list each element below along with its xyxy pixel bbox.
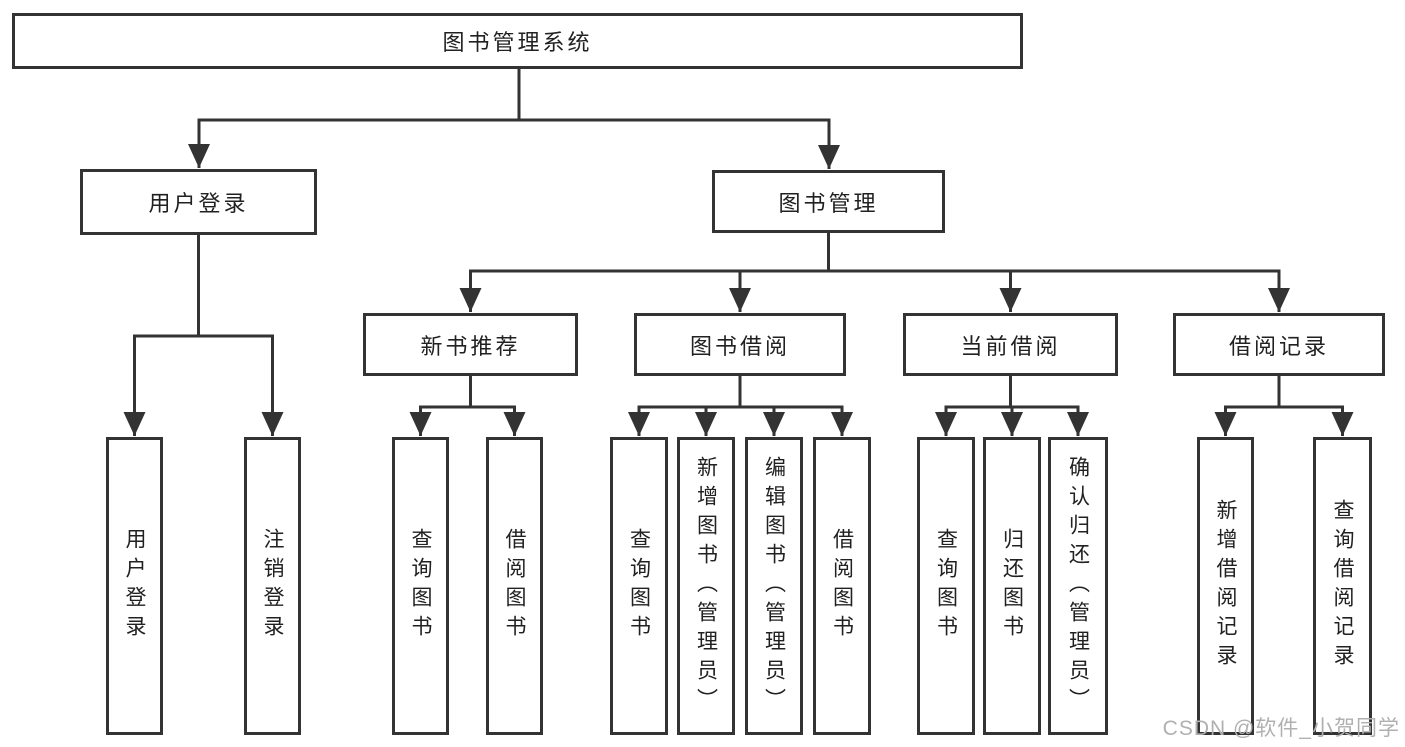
node-label: 借阅图书 [503, 528, 526, 644]
node-label: 查询借阅记录 [1331, 499, 1354, 673]
node-confirm-return-admin: 确认归还（管理员） [1048, 437, 1108, 735]
node-library-management-system: 图书管理系统 [12, 13, 1023, 69]
node-user-login-leaf: 用户登录 [106, 437, 163, 735]
node-label: 图书借阅 [689, 333, 790, 359]
node-label: 注销登录 [261, 528, 284, 644]
node-label: 借阅记录 [1228, 333, 1329, 359]
node-user-login: 用户登录 [80, 169, 317, 235]
node-label: 图书管理 [778, 190, 879, 216]
node-label: 查询图书 [409, 528, 432, 644]
node-logout: 注销登录 [244, 437, 301, 735]
tree-edges [123, 69, 1354, 436]
node-label: 编辑图书（管理员） [762, 455, 786, 717]
node-book-borrowing: 图书借阅 [634, 313, 846, 376]
node-query-borrow-record: 查询借阅记录 [1313, 437, 1372, 735]
node-label: 图书管理系统 [442, 30, 593, 55]
node-query-books-current: 查询图书 [917, 437, 975, 735]
node-borrowing-records: 借阅记录 [1173, 313, 1385, 376]
node-label: 新书推荐 [420, 333, 521, 359]
node-query-books-borrowing: 查询图书 [610, 437, 668, 735]
node-label: 当前借阅 [960, 333, 1061, 359]
node-label: 归还图书 [1000, 528, 1024, 644]
node-current-borrowing: 当前借阅 [903, 313, 1118, 376]
node-query-books-recommendation: 查询图书 [392, 437, 449, 735]
node-label: 用户登录 [148, 191, 249, 216]
node-label: 借阅图书 [830, 528, 854, 644]
node-add-books-admin: 新增图书（管理员） [677, 437, 735, 735]
node-new-book-recommendation: 新书推荐 [363, 313, 578, 376]
node-label: 查询图书 [627, 528, 651, 644]
csdn-watermark: CSDN @软件_小贺同学 [1162, 717, 1400, 740]
node-label: 查询图书 [934, 528, 958, 644]
node-edit-books-admin: 编辑图书（管理员） [745, 437, 803, 735]
node-label: 新增借阅记录 [1214, 499, 1237, 673]
node-label: 用户登录 [123, 528, 146, 644]
node-label: 新增图书（管理员） [694, 455, 718, 717]
node-label: 确认归还（管理员） [1066, 455, 1090, 717]
node-borrow-books-recommendation: 借阅图书 [486, 437, 543, 735]
node-borrow-books-leaf: 借阅图书 [813, 437, 871, 735]
node-return-books: 归还图书 [983, 437, 1041, 735]
node-add-borrow-record: 新增借阅记录 [1197, 437, 1254, 735]
node-book-management: 图书管理 [712, 170, 945, 233]
